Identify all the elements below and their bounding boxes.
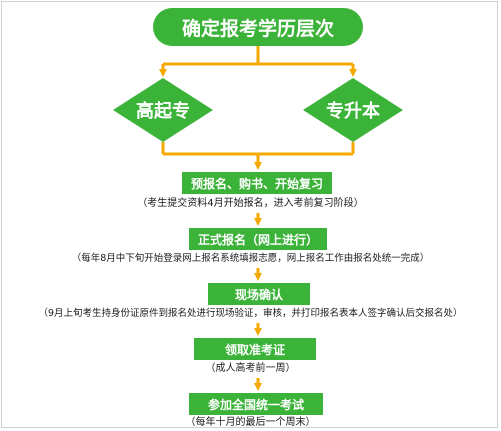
branch-label-left: 高起专 xyxy=(136,101,190,122)
branch-diamond-right xyxy=(303,78,403,142)
step-note-4: （成人高考前一周） xyxy=(205,363,296,374)
step-label-4: 领取准考证 xyxy=(224,342,285,357)
step-note-1: （考生提交资料4月开始报名，进入考前复习阶段） xyxy=(137,198,364,209)
step-note-5: （每年十月的最后一个周末） xyxy=(185,417,316,428)
step-note-2: （每年8月中下旬开始登录网上报名系统填报志愿，网上报名工作由报名处统一完成） xyxy=(71,253,430,264)
step-box-5 xyxy=(189,393,323,415)
branch-connector xyxy=(159,46,357,77)
step-label-3: 现场确认 xyxy=(234,287,283,302)
step-note-3: （9月上旬考生持身份证原件到报名处进行现场验证，审核，并打印报名表本人签字确认后… xyxy=(38,308,463,319)
step-label-5: 参加全国统一考试 xyxy=(207,397,304,412)
merge-connector xyxy=(161,142,355,170)
step-label-1: 预报名、购书、开始复习 xyxy=(190,176,323,191)
step-box-1 xyxy=(182,172,332,194)
title-label: 确定报考学历层次 xyxy=(181,17,334,40)
step-label-2: 正式报名（网上进行） xyxy=(197,232,318,247)
branch-diamond-left xyxy=(113,78,213,142)
step-box-3 xyxy=(208,283,310,305)
branch-label-right: 专升本 xyxy=(326,101,380,122)
step-box-4 xyxy=(194,338,316,360)
title-box xyxy=(153,8,363,46)
step-box-2 xyxy=(189,228,327,250)
